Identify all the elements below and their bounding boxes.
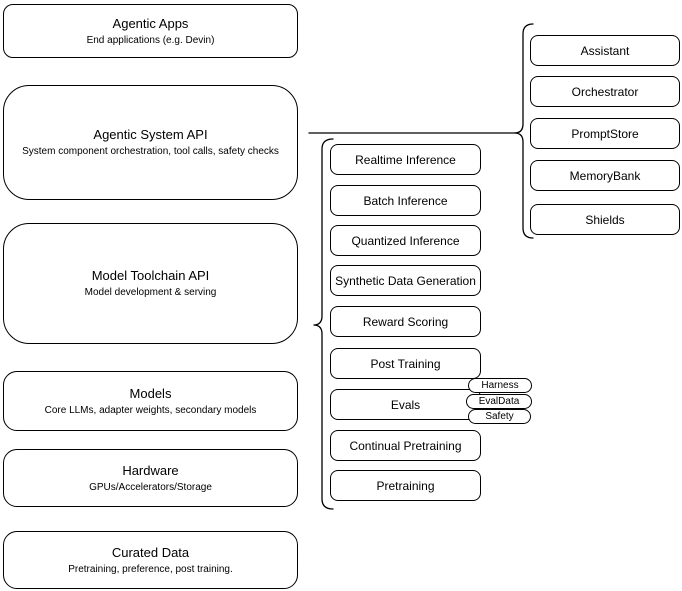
system-box-promptstore: PromptStore [530, 118, 680, 149]
layer-subtitle: System component orchestration, tool cal… [22, 146, 279, 157]
layer-title: Curated Data [111, 544, 190, 560]
box-label: MemoryBank [569, 168, 641, 183]
system-box-orchestrator: Orchestrator [530, 76, 680, 107]
toolchain-box-realtime-inference: Realtime Inference [330, 144, 481, 175]
evals-tag-harness: Harness [468, 378, 532, 393]
layer-box-models: Models Core LLMs, adapter weights, secon… [3, 371, 298, 431]
box-label: Realtime Inference [355, 152, 456, 167]
toolchain-box-synthetic-data-generation: Synthetic Data Generation [330, 265, 481, 296]
layer-title: Agentic System API [93, 127, 208, 142]
box-label: Evals [390, 397, 421, 412]
box-label: Assistant [580, 43, 630, 58]
box-label: PromptStore [571, 126, 639, 141]
system-box-shields: Shields [530, 204, 680, 235]
layer-box-agentic-apps: Agentic Apps End applications (e.g. Devi… [3, 4, 298, 58]
toolchain-box-reward-scoring: Reward Scoring [330, 306, 481, 337]
evals-tag-evaldata: EvalData [466, 394, 532, 409]
toolchain-box-post-training: Post Training [330, 348, 481, 379]
box-label: Reward Scoring [362, 314, 449, 329]
toolchain-box-pretraining: Pretraining [330, 470, 481, 501]
layer-box-agentic-system-api: Agentic System API System component orch… [3, 85, 298, 200]
box-label: Post Training [370, 356, 441, 371]
layer-subtitle: Model development & serving [84, 287, 217, 298]
layer-box-model-toolchain-api: Model Toolchain API Model development & … [3, 223, 298, 344]
layer-box-curated-data: Curated Data Pretraining, preference, po… [3, 531, 298, 589]
toolchain-box-continual-pretraining: Continual Pretraining [330, 430, 481, 461]
layer-title: Model Toolchain API [91, 268, 210, 283]
box-label: Quantized Inference [351, 233, 460, 248]
box-label: Continual Pretraining [349, 438, 462, 453]
layer-title: Agentic Apps [112, 15, 189, 31]
toolchain-box-batch-inference: Batch Inference [330, 185, 481, 216]
system-box-assistant: Assistant [530, 35, 680, 66]
system-box-memorybank: MemoryBank [530, 160, 680, 191]
box-label: Synthetic Data Generation [335, 273, 476, 288]
toolchain-box-evals: Evals [330, 389, 481, 420]
toolchain-box-quantized-inference: Quantized Inference [330, 225, 481, 256]
layer-subtitle: GPUs/Accelerators/Storage [89, 481, 212, 493]
layer-title: Models [129, 385, 172, 401]
box-label: Shields [585, 212, 625, 227]
layer-subtitle: Pretraining, preference, post training. [68, 563, 233, 575]
tag-label: Safety [485, 411, 514, 422]
layer-subtitle: End applications (e.g. Devin) [86, 34, 215, 46]
box-label: Pretraining [376, 478, 435, 493]
layer-box-hardware: Hardware GPUs/Accelerators/Storage [3, 449, 298, 507]
tag-label: EvalData [478, 396, 520, 407]
box-label: Batch Inference [363, 193, 448, 208]
layer-title: Hardware [122, 462, 179, 478]
layer-subtitle: Core LLMs, adapter weights, secondary mo… [44, 404, 257, 416]
evals-tag-safety: Safety [468, 409, 531, 424]
tag-label: Harness [481, 380, 519, 391]
box-label: Orchestrator [571, 84, 639, 99]
